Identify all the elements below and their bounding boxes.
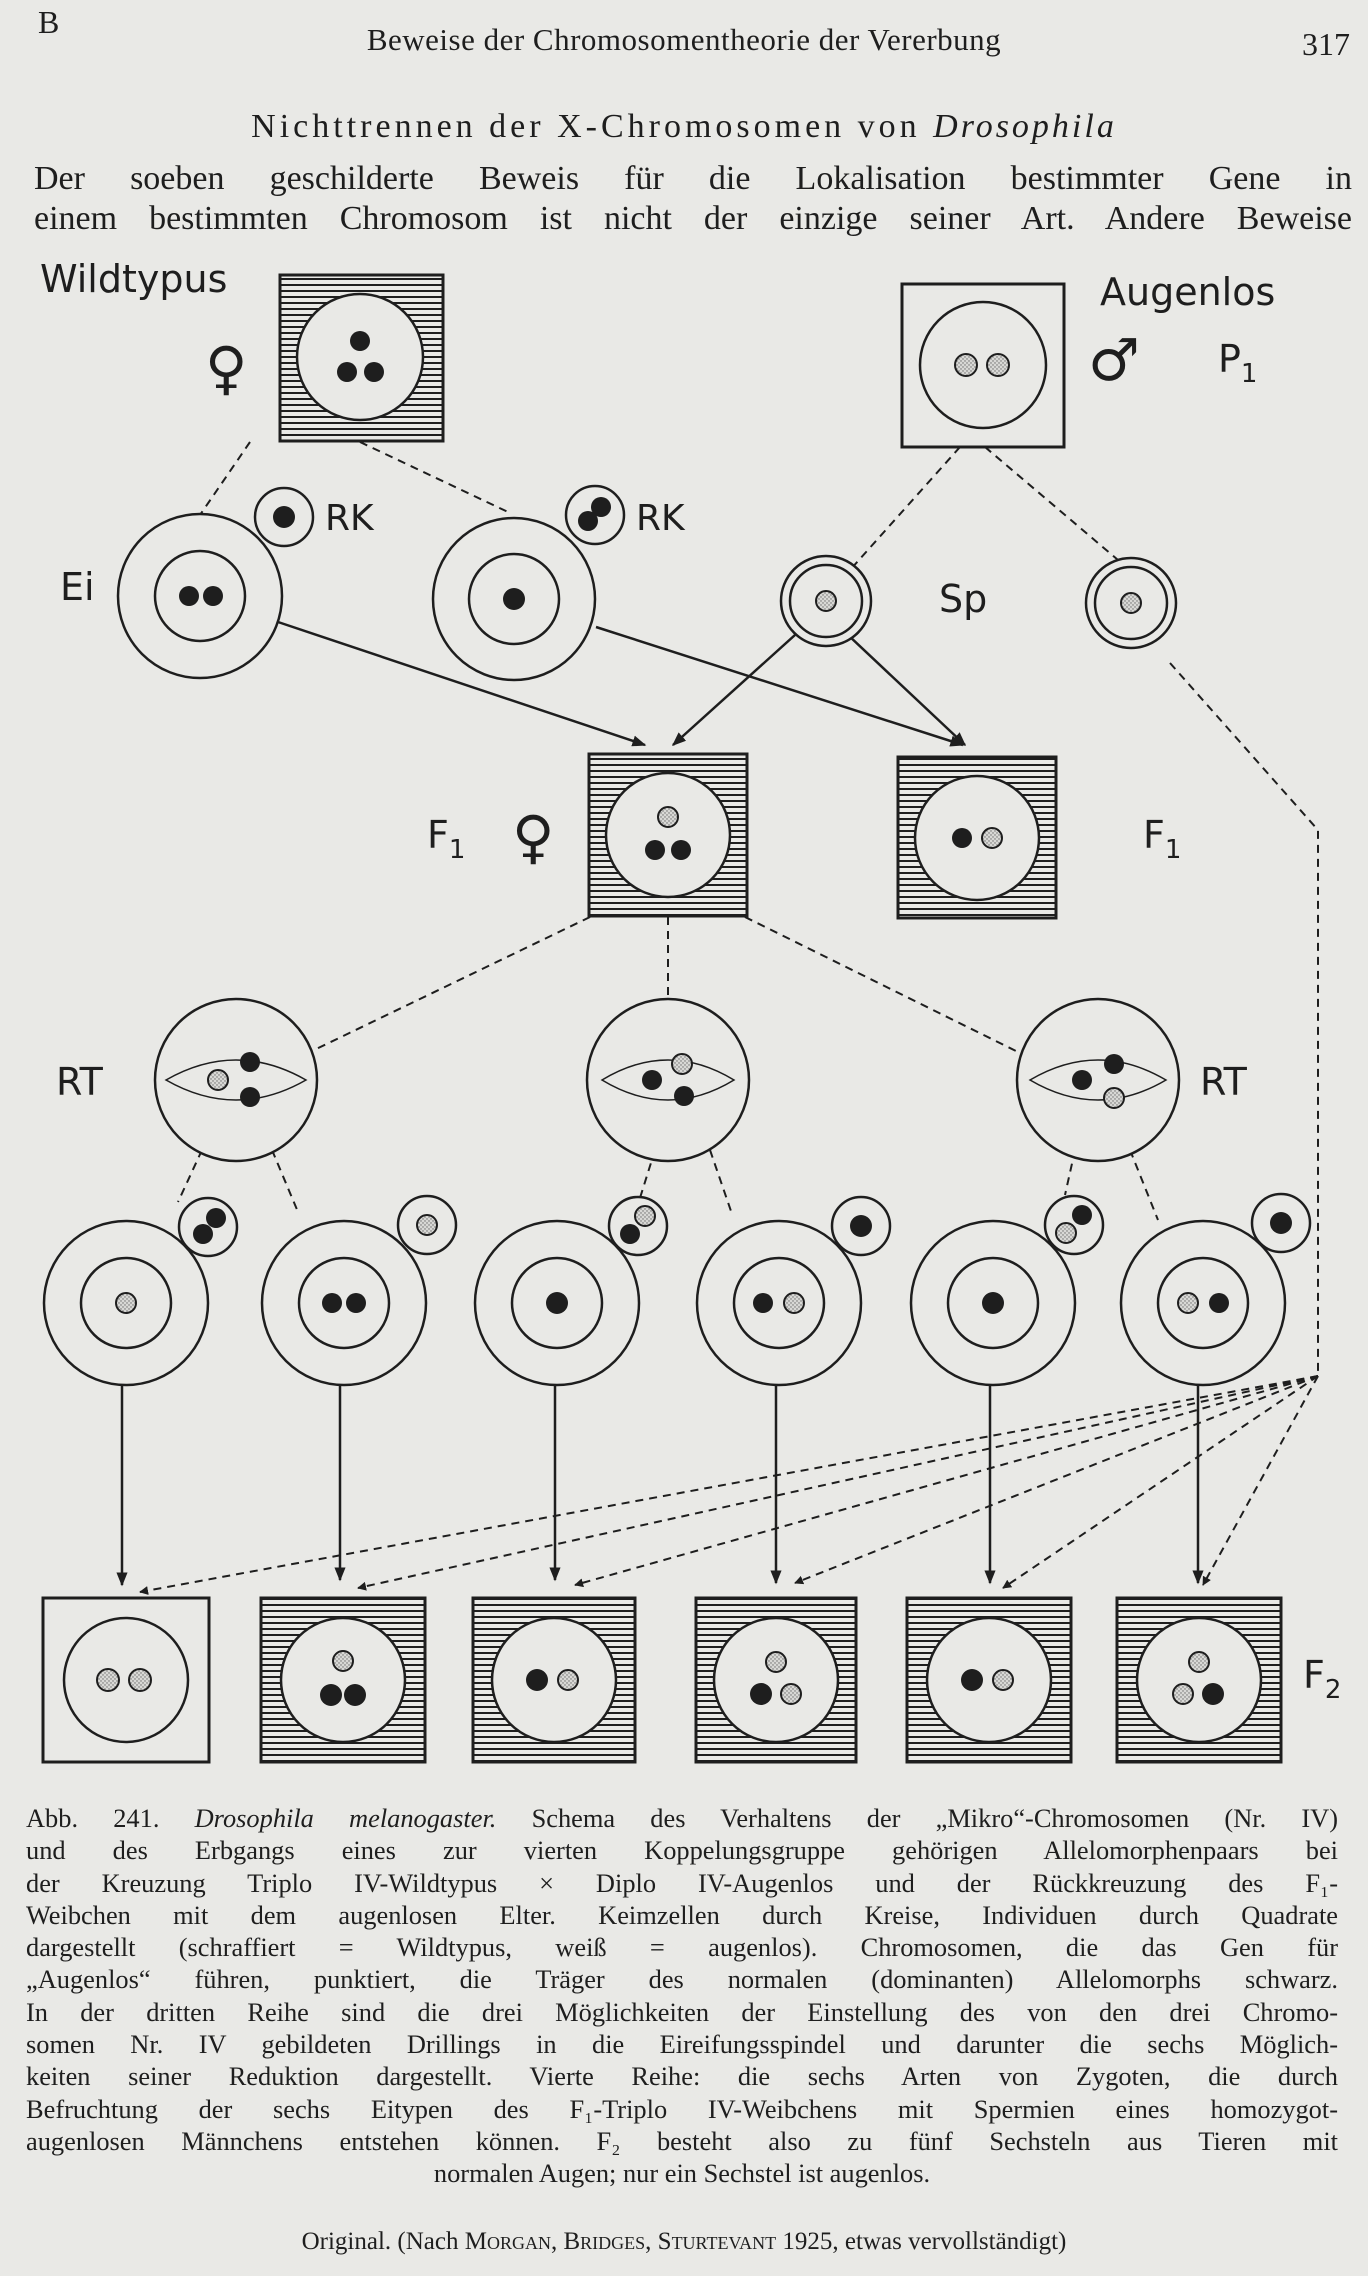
spindle-cell-1 — [153, 997, 319, 1163]
label-f1-subscript: 1 — [1165, 835, 1182, 865]
f2-zygote-1-eyeless — [41, 1596, 211, 1764]
male-symbol: ♂ — [1088, 326, 1140, 394]
label-p1-letter: P — [1218, 337, 1241, 381]
body-line-1: Der soeben geschilderte Beweis für die L… — [34, 160, 1352, 197]
origin-label: Original. — [301, 2228, 392, 2255]
chromosome-dominant — [350, 331, 370, 351]
chromosome-dominant — [364, 362, 384, 382]
label-rk-2: RK — [636, 498, 686, 539]
caption-line-2: und des Erbgangs eines zur vierten Koppe… — [26, 1835, 1338, 1866]
caption-line-5: dargestellt (schraffiert = Wildtypus, we… — [26, 1932, 1338, 1963]
origin-authors: Morgan, Bridges, Sturtevant — [464, 2228, 777, 2255]
caption-line-4: Weibchen mit dem augenlosen Elter. Keimz… — [26, 1899, 1338, 1930]
label-rk-1: RK — [325, 498, 375, 539]
label-rt-right: RT — [1200, 1060, 1248, 1104]
egg-haplo — [431, 516, 597, 682]
f2-zygote-6 — [1115, 1596, 1283, 1764]
female-symbol: ♀ — [205, 334, 247, 402]
caption-line-12: normalen Augen; nur ein Sechstel ist aug… — [433, 2158, 931, 2189]
reduced-egg-5 — [909, 1194, 1105, 1387]
dashed-connectors — [139, 441, 1319, 1595]
section-title-text: Nichttrennen der X-Chromosomen von — [251, 108, 934, 145]
label-f1-subscript: 1 — [449, 835, 466, 865]
chromosome-dominant — [337, 362, 357, 382]
caption-line-7: In der dritten Reihe sind die drei Mögli… — [26, 1996, 1338, 2027]
reduced-egg-6 — [1119, 1192, 1312, 1387]
caption-line-8: somen Nr. IV gebildeten Drillings in die… — [26, 2029, 1338, 2060]
egg-diplo — [116, 512, 284, 680]
reduced-egg-1 — [42, 1196, 239, 1387]
caption-line-10: Befruchtung der sechs Eitypen des F₁-Tri… — [26, 2093, 1338, 2124]
origin-text-before: (Nach — [397, 2228, 465, 2255]
f1-female-symbol: ♀ — [512, 803, 554, 871]
label-wildtype: Wildtypus — [40, 257, 227, 301]
label-f2-letter: F — [1303, 1653, 1325, 1697]
inheritance-diagram: Wildtypus Augenlos ♀ ♂ P1 RK RK Ei Sp F1… — [40, 257, 1341, 1764]
section-title: Nichttrennen der X-Chromosomen von Droso… — [0, 108, 1368, 146]
label-eyeless: Augenlos — [1100, 270, 1275, 314]
caption-line-1-rest: Schema des Verhaltens der „Mikro“-Chromo… — [531, 1803, 1338, 1833]
label-ei: Ei — [60, 565, 95, 609]
p1-eyeless-male — [900, 282, 1066, 449]
label-f1-letter: F — [1143, 813, 1165, 857]
running-title: Beweise der Chromosomentheorie der Verer… — [366, 22, 1002, 57]
f1-triplo-female — [587, 752, 749, 918]
f2-zygote-5 — [905, 1596, 1073, 1764]
section-title-italic: Drosophila — [933, 108, 1117, 145]
solid-arrows — [116, 620, 1204, 1587]
polar-body-double — [564, 484, 626, 546]
f2-zygote-4 — [694, 1596, 858, 1764]
f2-zygote-3 — [471, 1596, 637, 1764]
reduced-egg-3 — [473, 1195, 669, 1387]
caption-line-1: Abb. 241. Drosophila melanogaster. Schem… — [26, 1802, 1338, 1834]
label-f2-subscript: 2 — [1325, 1675, 1342, 1705]
spindle-cell-3 — [1015, 997, 1181, 1163]
f1-diplo — [896, 755, 1058, 920]
origin-text-after: 1925, etwas vervollständigt) — [776, 2228, 1067, 2255]
spindle-cell-2 — [585, 997, 751, 1163]
label-f1-right: F1 — [1143, 813, 1181, 865]
sperm-1 — [779, 554, 873, 648]
label-rt-left: RT — [56, 1060, 104, 1104]
f2-zygote-2 — [259, 1596, 427, 1764]
caption-line-11: augenlosen Männchens entstehen können. F… — [26, 2125, 1338, 2156]
body-line-2: einem bestimmten Chromosom ist nicht der… — [34, 200, 1352, 237]
chromosome-eyeless — [986, 353, 1010, 377]
polar-body-single — [253, 486, 315, 548]
label-sp: Sp — [939, 577, 987, 621]
caption-line-3: der Kreuzung Triplo IV-Wildtypus × Diplo… — [26, 1867, 1338, 1898]
p1-wildtype-female — [278, 273, 445, 443]
sperm-2 — [1084, 556, 1178, 650]
figure-caption: Abb. 241. Drosophila melanogaster. Schem… — [26, 1802, 1338, 2190]
label-p1: P1 — [1218, 337, 1257, 389]
label-p1-subscript: 1 — [1241, 359, 1258, 389]
figure-origin: Original. (Nach Morgan, Bridges, Sturtev… — [0, 2228, 1368, 2256]
label-f2: F2 — [1303, 1653, 1341, 1705]
page-number: 317 — [1302, 26, 1350, 62]
caption-species: Drosophila melanogaster. — [194, 1803, 497, 1833]
reduced-egg-2 — [260, 1194, 458, 1387]
corner-letter: B — [38, 4, 60, 40]
chromosome-eyeless — [954, 353, 978, 377]
label-f1-left: F1 — [427, 813, 465, 865]
label-f1-letter: F — [427, 813, 449, 857]
caption-fig-number: Abb. 241. — [26, 1803, 160, 1833]
reduced-egg-4 — [695, 1195, 892, 1387]
caption-line-9: keiten seiner Reduktion dargestellt. Vie… — [26, 2061, 1338, 2092]
caption-line-6: „Augenlos“ führen, punktiert, die Träger… — [26, 1964, 1338, 1995]
